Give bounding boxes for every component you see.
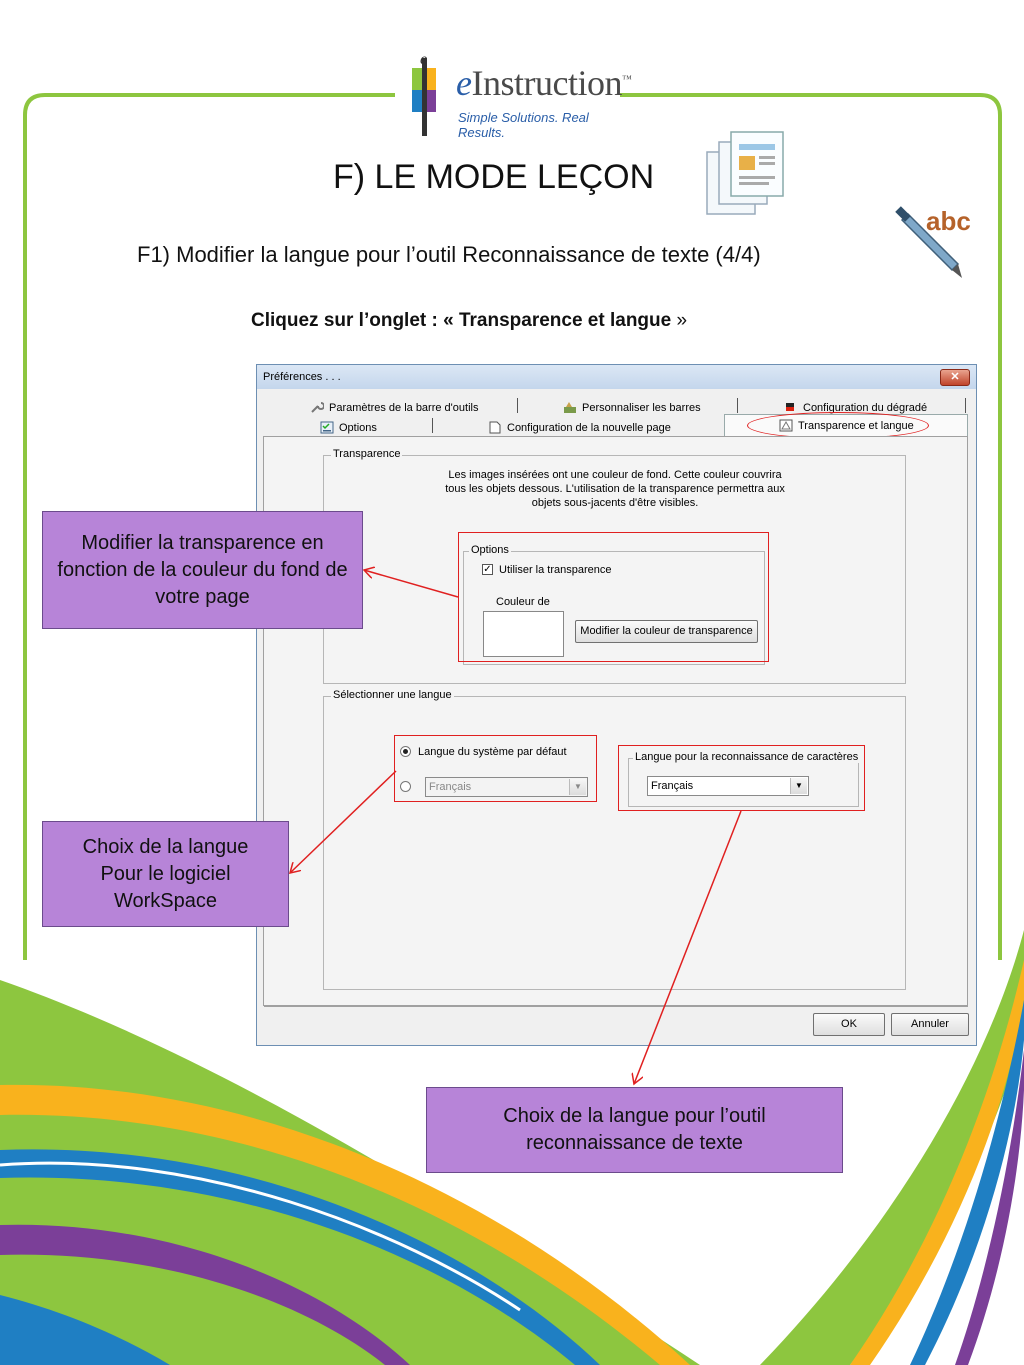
software-language-select[interactable]: Français ▼ bbox=[425, 777, 588, 797]
dialog-titlebar[interactable]: Préférences . . . ✕ bbox=[257, 365, 976, 389]
close-button[interactable]: ✕ bbox=[940, 369, 970, 386]
einstruction-logo: e eInstruction™ Simple Solutions. Real R… bbox=[400, 48, 632, 140]
logo-mark-icon: e bbox=[412, 51, 436, 136]
tab-content-panel bbox=[263, 436, 968, 1006]
transparency-description: Les images insérées ont une couleur de f… bbox=[430, 468, 800, 510]
transparency-group-label: Transparence bbox=[331, 448, 403, 460]
page-icon bbox=[489, 421, 501, 434]
modify-transparency-color-button[interactable]: Modifier la couleur de transparence bbox=[575, 620, 758, 643]
tab-gradient-config[interactable]: Configuration du dégradé bbox=[784, 398, 927, 417]
system-default-language-label: Langue du système par défaut bbox=[418, 746, 567, 758]
description-line: objets sous-jacents d'être visibles. bbox=[531, 497, 699, 509]
language-group: Sélectionner une langue bbox=[323, 689, 906, 990]
tab-separator bbox=[432, 418, 433, 433]
white-swoosh-line bbox=[0, 1161, 521, 1312]
tools-icon bbox=[564, 402, 576, 413]
gradient-icon bbox=[786, 403, 794, 411]
color-swatch[interactable] bbox=[483, 611, 564, 657]
options-group: Options bbox=[463, 544, 765, 665]
instruction-text: Cliquez sur l’onglet : « Transparence et… bbox=[251, 310, 687, 332]
tab-separator bbox=[737, 398, 738, 413]
wrench-icon bbox=[311, 402, 324, 413]
callout-ocr-language: Choix de la langue pour l’outil reconnai… bbox=[426, 1087, 843, 1173]
system-default-language-radio[interactable] bbox=[400, 746, 411, 757]
cancel-button[interactable]: Annuler bbox=[891, 1013, 969, 1036]
svg-text:abc: abc bbox=[926, 206, 971, 236]
description-line: Les images insérées ont une couleur de f… bbox=[448, 469, 782, 481]
green-frame bbox=[23, 93, 395, 960]
software-language-value: Français bbox=[429, 781, 472, 793]
instruction-tail: » bbox=[671, 310, 688, 331]
chevron-down-icon: ▼ bbox=[569, 779, 586, 795]
dialog-title: Préférences . . . bbox=[263, 371, 341, 383]
options-icon bbox=[320, 421, 334, 434]
tab-toolbar-settings[interactable]: Paramètres de la barre d'outils bbox=[310, 398, 478, 417]
tab-label: Configuration du dégradé bbox=[803, 401, 928, 414]
ocr-language-select[interactable]: Français ▼ bbox=[647, 776, 809, 796]
green-frame-right bbox=[620, 93, 1002, 960]
chevron-down-icon: ▼ bbox=[790, 778, 807, 794]
options-group-label: Options bbox=[469, 544, 511, 556]
tab-separator bbox=[517, 398, 518, 413]
callout-transparency: Modifier la transparence en fonction de … bbox=[42, 511, 363, 629]
logo-tagline: Simple Solutions. Real Results. bbox=[458, 110, 589, 140]
software-language-highlight-box bbox=[394, 735, 597, 802]
svg-text:e: e bbox=[420, 51, 427, 68]
tab-label: Paramètres de la barre d'outils bbox=[329, 401, 479, 414]
color-label: Couleur de bbox=[496, 596, 550, 608]
tab-options[interactable]: Options bbox=[320, 418, 377, 437]
tab-label: Personnaliser les barres bbox=[582, 401, 701, 414]
ocr-language-value: Français bbox=[651, 780, 694, 792]
tab-new-page-config[interactable]: Configuration de la nouvelle page bbox=[488, 418, 671, 437]
transparency-group: Transparence bbox=[323, 448, 906, 684]
language-group-label: Sélectionner une langue bbox=[331, 689, 454, 701]
purple-swoosh bbox=[0, 1224, 410, 1365]
ocr-language-group-label: Langue pour la reconnaissance de caractè… bbox=[633, 751, 861, 763]
tab-label: Configuration de la nouvelle page bbox=[507, 421, 671, 434]
page-subtitle: F1) Modifier la langue pour l’outil Reco… bbox=[137, 242, 761, 267]
arrow-to-software-language-callout bbox=[290, 770, 397, 873]
tab-label: Options bbox=[339, 421, 377, 434]
arrow-to-transparency-callout bbox=[364, 570, 459, 598]
logo-brand-e: e bbox=[456, 63, 472, 103]
logo-tm: ™ bbox=[621, 74, 632, 85]
text-recognition-pen-icon: abc bbox=[895, 206, 971, 278]
use-transparency-checkbox[interactable]: ✓ bbox=[482, 564, 493, 575]
ocr-language-highlight-box bbox=[618, 745, 865, 811]
arrow-to-ocr-language-callout bbox=[634, 810, 742, 1084]
lesson-pages-icon bbox=[706, 131, 784, 215]
logo-brand-name: Instruction bbox=[471, 63, 622, 103]
blue-swoosh-bottom bbox=[0, 1295, 170, 1365]
tab-separator bbox=[965, 398, 966, 413]
purple-swoosh-right bbox=[955, 1050, 1024, 1365]
tab-customize-bars[interactable]: Personnaliser les barres bbox=[563, 398, 701, 417]
blue-swoosh bbox=[0, 1149, 600, 1365]
instruction-bold: Cliquez sur l’onglet : « Transparence et… bbox=[251, 310, 672, 331]
callout-software-language: Choix de la langue Pour le logiciel Work… bbox=[42, 821, 289, 927]
ok-button[interactable]: OK bbox=[813, 1013, 885, 1036]
ocr-language-group: Langue pour la reconnaissance de caractè… bbox=[628, 751, 861, 807]
dialog-bottom-separator bbox=[264, 1006, 968, 1007]
page-title: F) LE MODE LEÇON bbox=[333, 158, 655, 196]
description-line: tous les objets dessous. L'utilisation d… bbox=[445, 483, 785, 495]
yellow-swoosh bbox=[0, 1084, 690, 1365]
custom-language-radio[interactable] bbox=[400, 781, 411, 792]
use-transparency-label: Utiliser la transparence bbox=[499, 564, 612, 576]
options-highlight-box bbox=[458, 532, 769, 662]
